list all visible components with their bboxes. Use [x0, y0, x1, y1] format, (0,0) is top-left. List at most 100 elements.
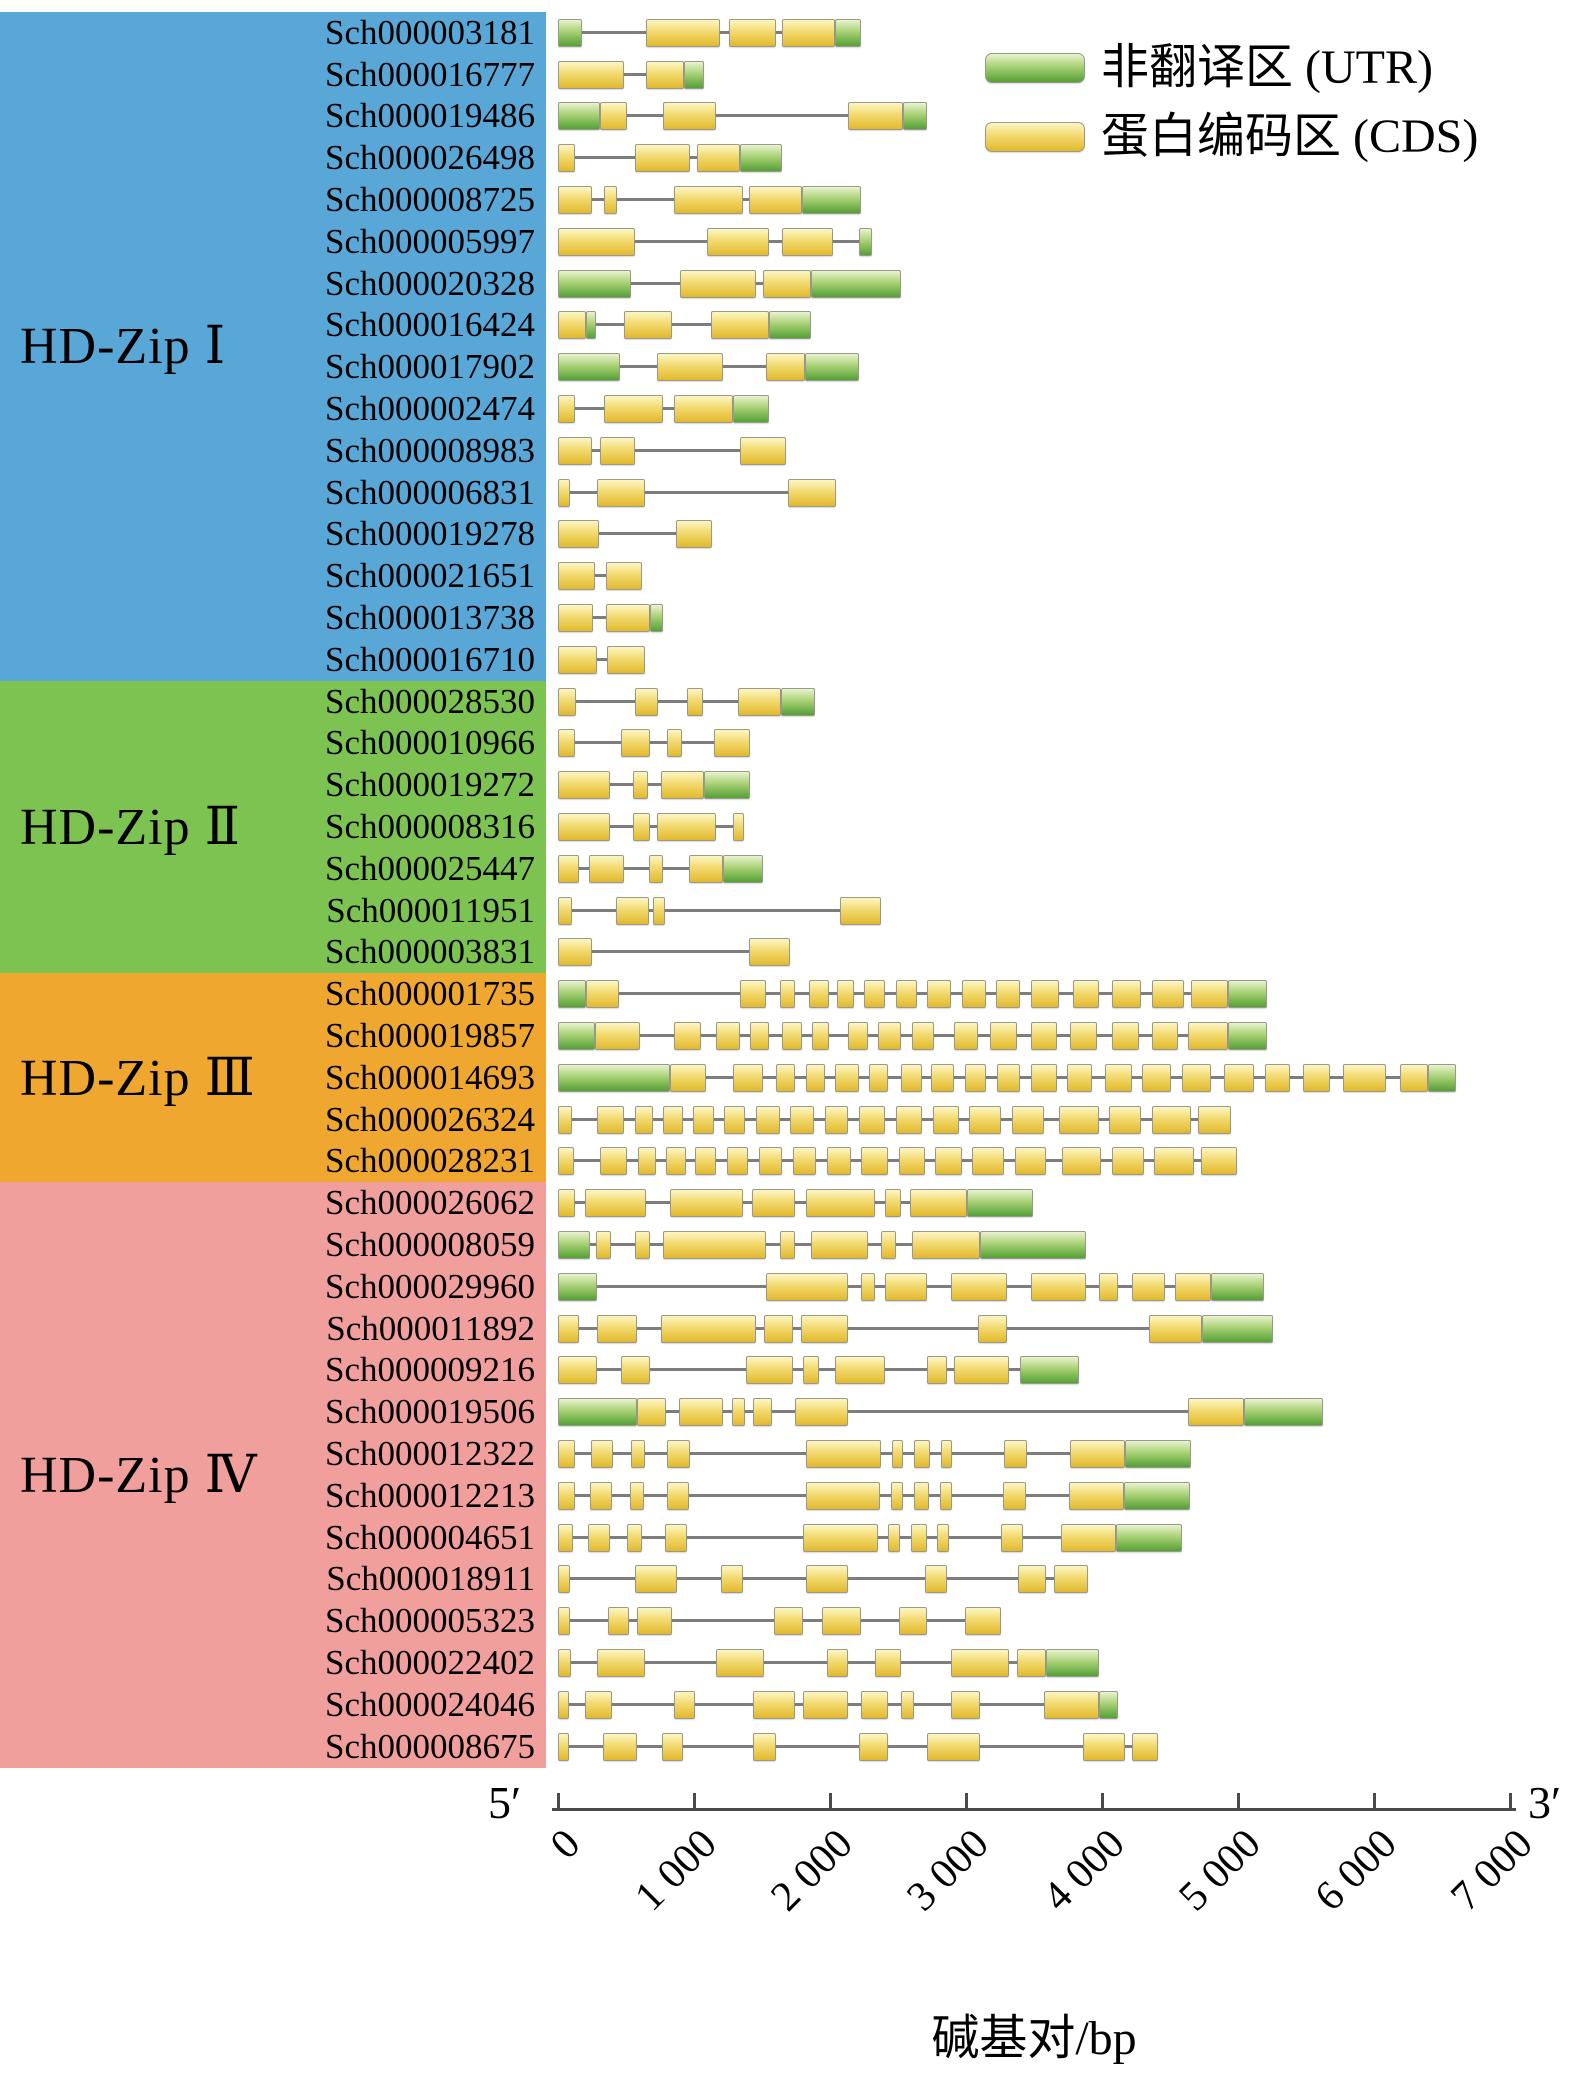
- cds-segment: [1303, 1063, 1330, 1092]
- gene-label: Sch000014693: [325, 1057, 535, 1097]
- cds-segment: [558, 395, 575, 424]
- cds-segment: [1072, 980, 1099, 1009]
- cds-segment: [558, 604, 594, 633]
- cds-segment: [674, 1690, 696, 1719]
- cds-segment: [900, 1690, 915, 1719]
- cds-segment: [633, 771, 648, 800]
- cds-segment: [558, 436, 592, 465]
- cds-segment: [806, 1440, 881, 1469]
- gene-row: Sch000026498: [0, 137, 1575, 179]
- cds-segment: [885, 1189, 901, 1218]
- cds-segment: [695, 1147, 717, 1176]
- cds-segment: [634, 1231, 651, 1260]
- utr-segment: [740, 144, 783, 173]
- gene-label: Sch000005997: [325, 221, 535, 261]
- group-label: HD-Zip Ⅳ: [20, 1446, 258, 1504]
- gene-label: Sch000002474: [325, 389, 535, 429]
- gene-label: Sch000028231: [325, 1141, 535, 1181]
- intron-line: [558, 950, 790, 954]
- cds-segment: [1082, 1732, 1126, 1761]
- gene-row: Sch000017902: [0, 346, 1575, 388]
- gene-row: Sch000024046: [0, 1684, 1575, 1726]
- gene-row: Sch000004651: [0, 1517, 1575, 1559]
- gene-label: Sch000003831: [325, 932, 535, 972]
- cds-segment: [1188, 1022, 1228, 1051]
- cds-segment: [558, 227, 635, 256]
- cds-segment: [1265, 1063, 1291, 1092]
- gene-row: Sch000006831: [0, 472, 1575, 514]
- cds-segment: [891, 1440, 904, 1469]
- cds-segment: [558, 896, 573, 925]
- cds-segment: [636, 1607, 672, 1636]
- gene-row: Sch000009216: [0, 1350, 1575, 1392]
- cds-segment: [1098, 1272, 1119, 1301]
- gene-label: Sch000003181: [325, 12, 535, 52]
- utr-segment: [1210, 1272, 1264, 1301]
- cds-segment: [1182, 1063, 1211, 1092]
- utr-segment: [810, 269, 901, 298]
- utr-segment: [1116, 1523, 1183, 1552]
- gene-label: Sch000029960: [325, 1266, 535, 1306]
- cds-segment: [802, 1523, 878, 1552]
- cds-segment: [874, 1649, 901, 1678]
- intron-line: [558, 1410, 1323, 1414]
- gene-row: Sch000016777: [0, 54, 1575, 96]
- cds-segment: [649, 854, 664, 883]
- axis-tick-label: 7 000: [1441, 1820, 1542, 1921]
- utr-segment: [1201, 1314, 1273, 1343]
- cds-segment: [733, 1063, 763, 1092]
- cds-segment: [1067, 1063, 1093, 1092]
- cds-segment: [657, 813, 717, 842]
- cds-segment: [604, 186, 618, 215]
- cds-segment: [1030, 980, 1060, 1009]
- cds-segment: [1112, 1022, 1139, 1051]
- cds-segment: [621, 729, 651, 758]
- axis-tick: [828, 1793, 832, 1809]
- cds-segment: [627, 1523, 642, 1552]
- gene-label: Sch000016710: [325, 639, 535, 679]
- cds-segment: [590, 1440, 614, 1469]
- cds-segment: [953, 1022, 978, 1051]
- cds-segment: [1131, 1272, 1165, 1301]
- cds-segment: [674, 1022, 701, 1051]
- gene-label: Sch000008316: [325, 807, 535, 847]
- gene-label: Sch000024046: [325, 1684, 535, 1724]
- intron-line: [558, 574, 643, 578]
- three-prime-label: 3′: [1528, 1777, 1562, 1828]
- utr-segment: [1124, 1481, 1191, 1510]
- five-prime-label: 5′: [488, 1777, 522, 1828]
- cds-segment: [646, 18, 720, 47]
- cds-segment: [588, 854, 624, 883]
- gene-row: Sch000013738: [0, 597, 1575, 639]
- cds-segment: [964, 1607, 1002, 1636]
- utr-segment: [1098, 1690, 1119, 1719]
- utr-segment: [704, 771, 751, 800]
- cds-segment: [585, 980, 619, 1009]
- cds-segment: [803, 1356, 820, 1385]
- cds-segment: [726, 1147, 748, 1176]
- cds-segment: [1191, 980, 1228, 1009]
- cds-segment: [621, 1356, 651, 1385]
- cds-segment: [1030, 1063, 1058, 1092]
- cds-segment: [914, 1440, 930, 1469]
- cds-segment: [1175, 1272, 1211, 1301]
- utr-segment: [558, 1063, 671, 1092]
- cds-segment: [737, 687, 782, 716]
- cds-segment: [667, 729, 682, 758]
- cds-segment: [787, 478, 837, 507]
- cds-segment: [827, 1147, 852, 1176]
- cds-segment: [977, 1314, 1007, 1343]
- cds-segment: [558, 1732, 569, 1761]
- cds-segment: [953, 1356, 1009, 1385]
- cds-segment: [1197, 1105, 1232, 1134]
- cds-segment: [660, 771, 705, 800]
- cds-segment: [940, 1481, 952, 1510]
- cds-segment: [951, 1690, 981, 1719]
- cds-segment: [600, 102, 627, 131]
- cds-segment: [740, 436, 787, 465]
- cds-segment: [630, 1440, 646, 1469]
- gene-label: Sch000001735: [325, 974, 535, 1014]
- cds-segment: [670, 1063, 706, 1092]
- cds-segment: [762, 269, 811, 298]
- gene-label: Sch000017902: [325, 347, 535, 387]
